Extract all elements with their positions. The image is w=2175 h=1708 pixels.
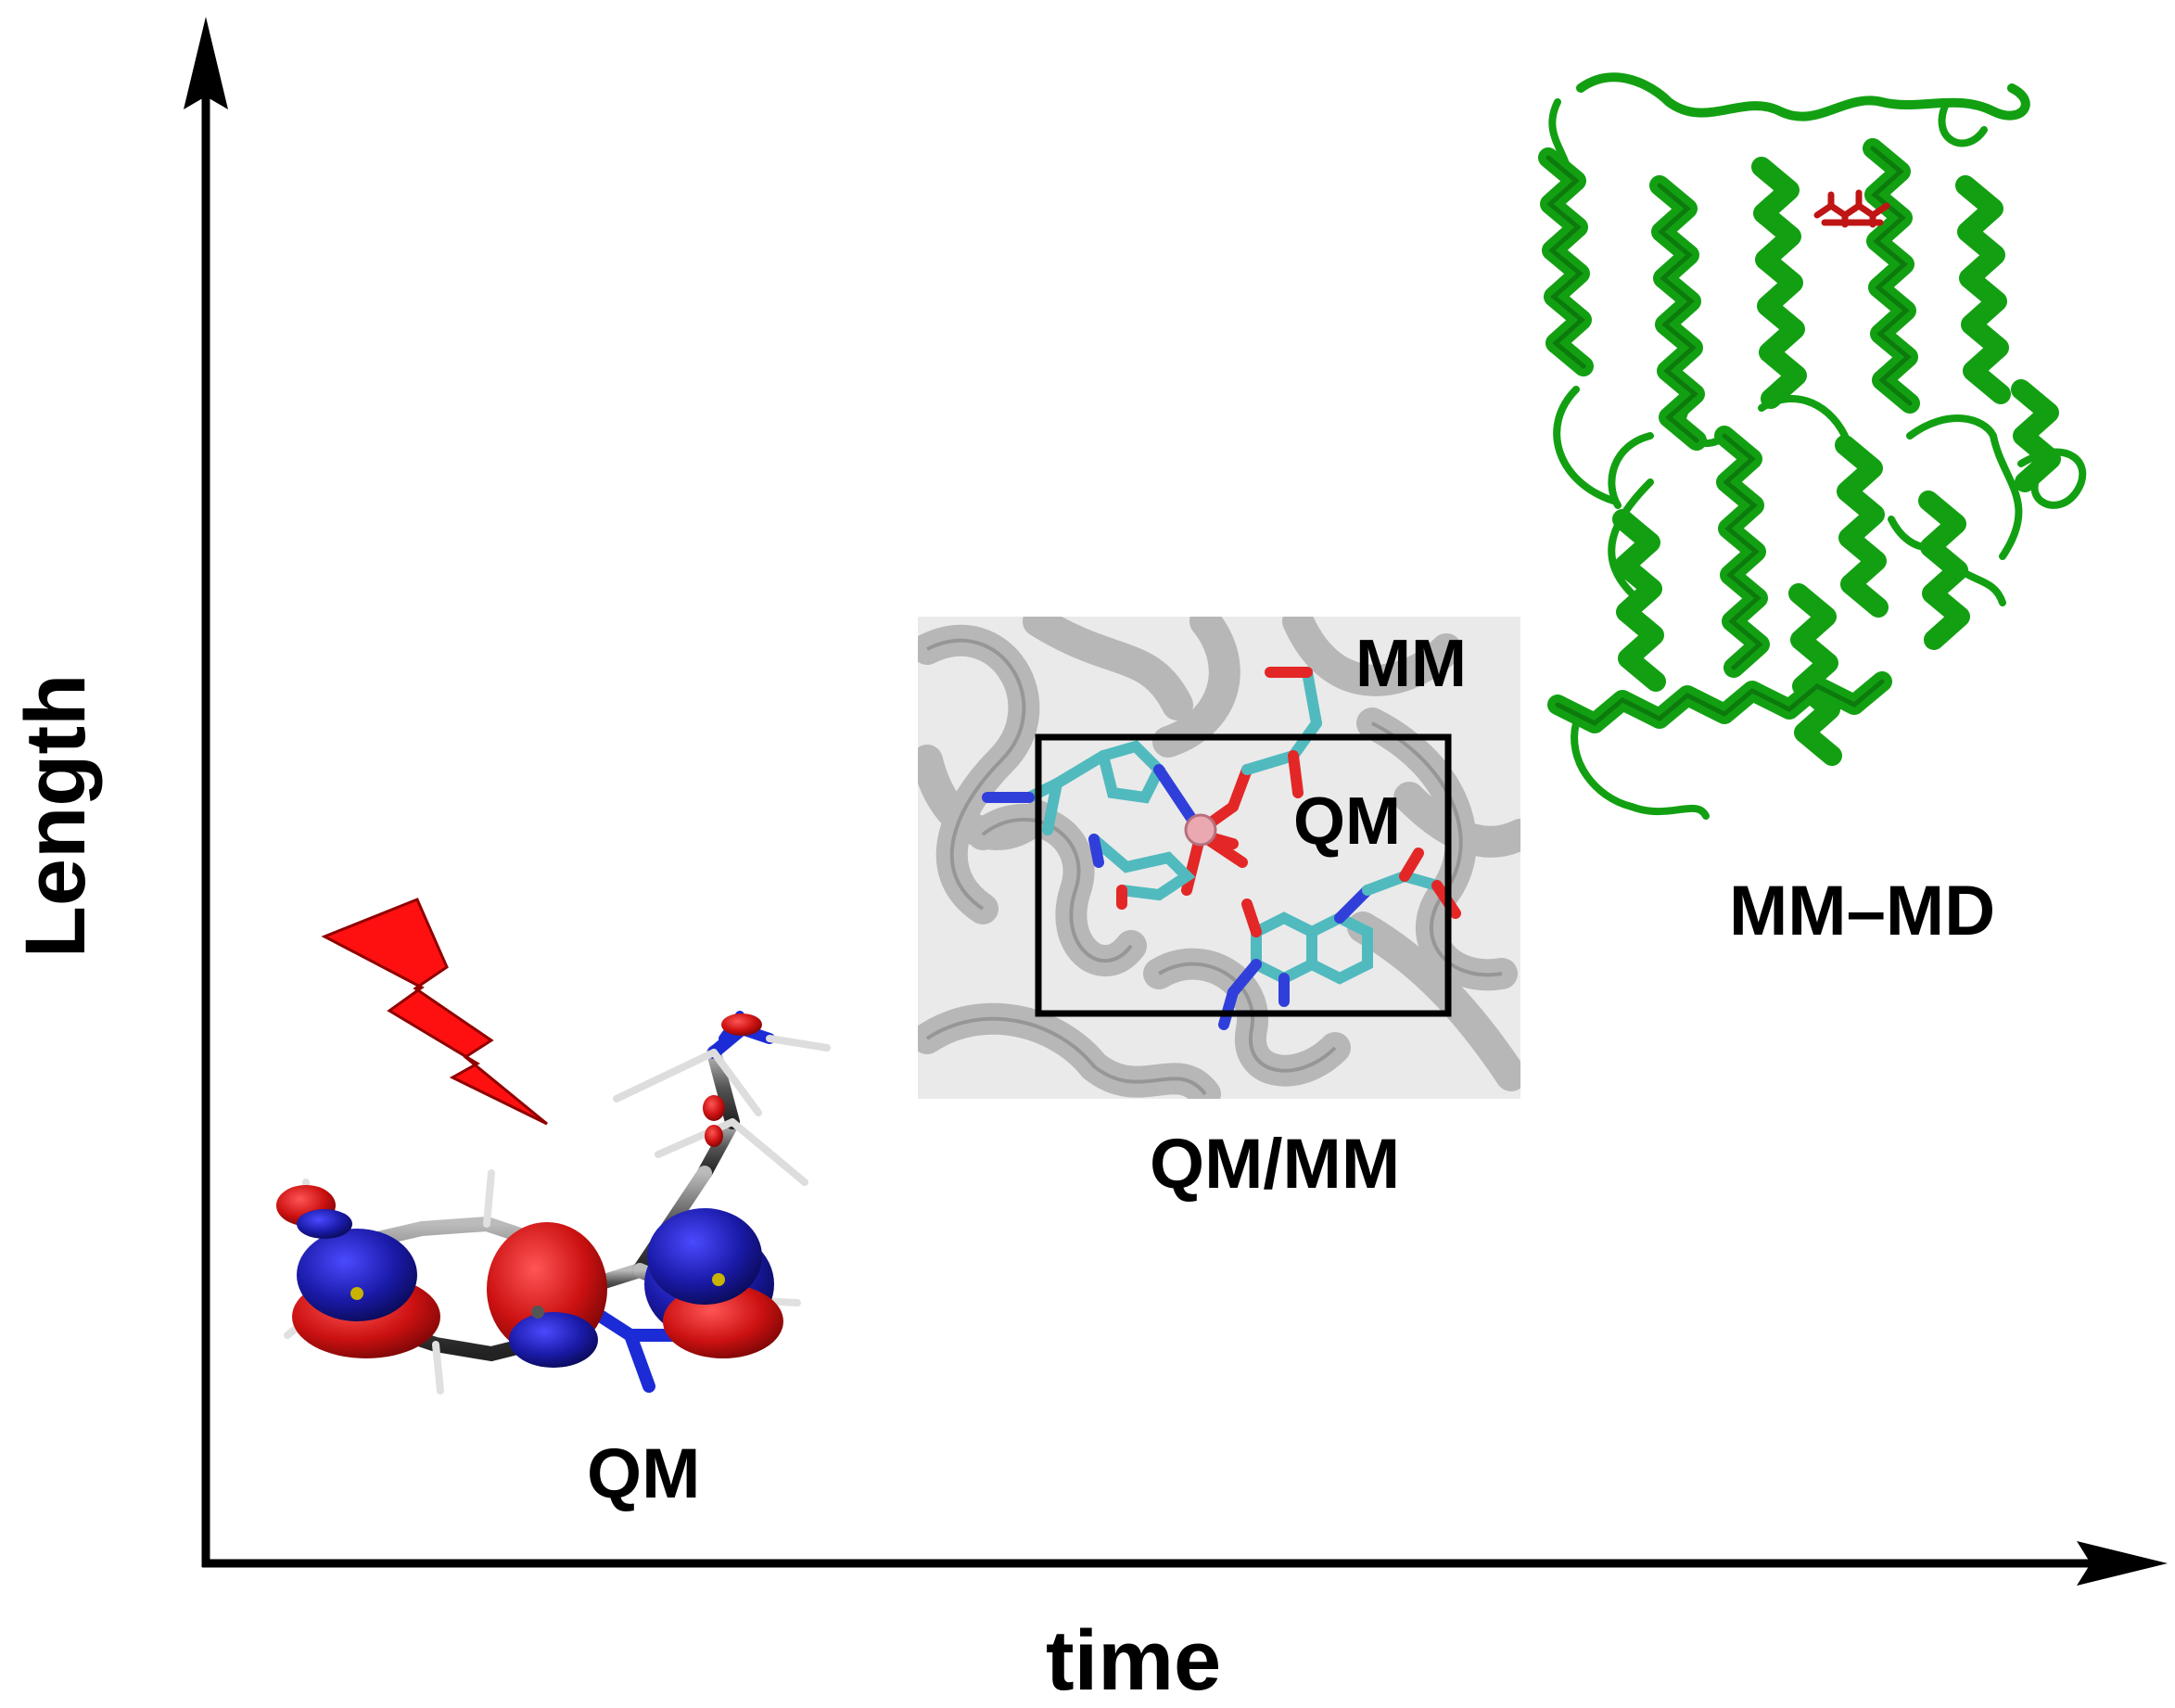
x-axis <box>202 1541 2168 1586</box>
qmmm-region-label: QM/MM <box>1150 1125 1401 1204</box>
protein-ribbon-illustration <box>1538 72 2087 820</box>
x-axis-arrowhead <box>2077 1541 2168 1586</box>
mmmd-region-label: MM–MD <box>1729 872 1996 950</box>
qm-region-box <box>1035 733 1452 1017</box>
y-axis-label: Length <box>8 673 103 959</box>
qm-region-label: QM <box>587 1434 701 1513</box>
inset-mm-label: MM <box>1355 627 1467 701</box>
inset-qm-label: QM <box>1293 784 1401 859</box>
qmmm-active-site-illustration <box>918 617 1520 1099</box>
lightning-bolt-icon <box>321 898 548 1126</box>
ligand <box>1813 189 1890 228</box>
y-axis-arrowhead <box>184 17 228 109</box>
y-axis <box>184 17 228 1567</box>
molecular-orbital-illustration <box>276 1011 831 1395</box>
x-axis-label: time <box>1046 1613 1222 1708</box>
